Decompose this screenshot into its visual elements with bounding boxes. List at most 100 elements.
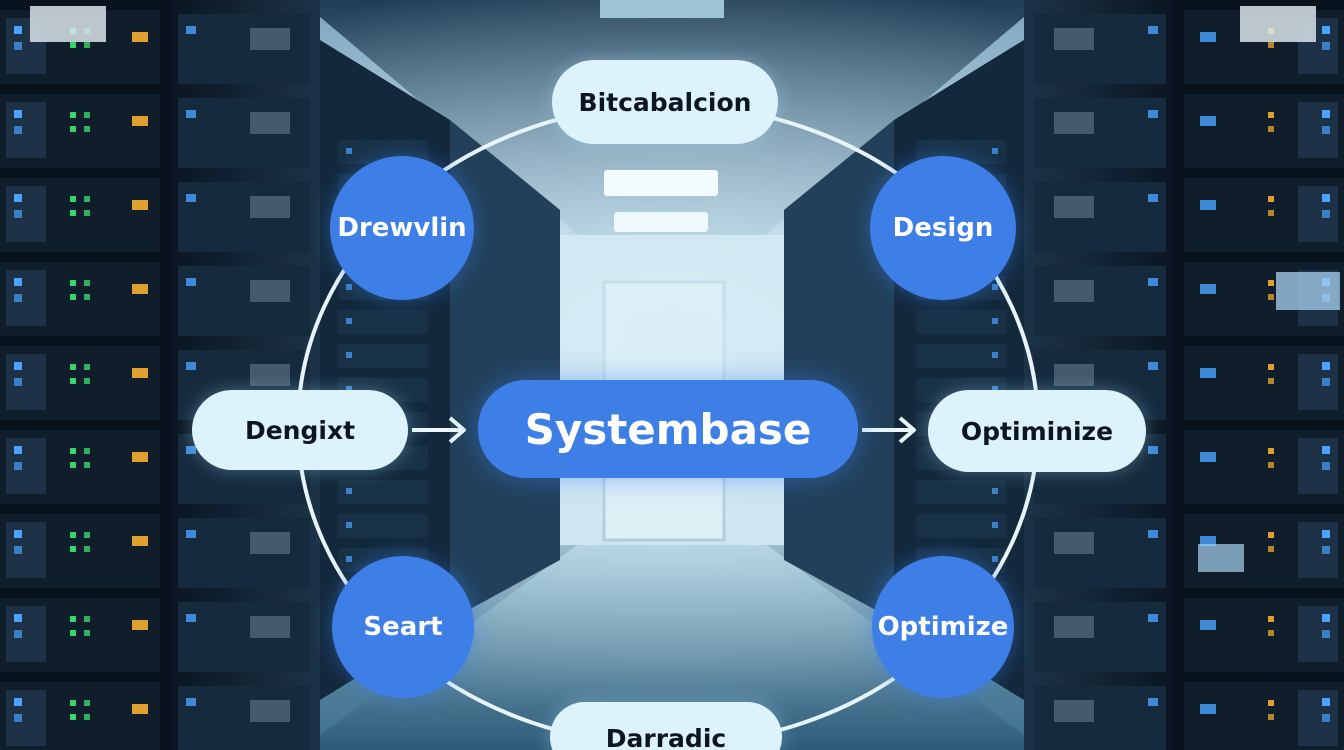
rack-detail: [250, 616, 290, 638]
rack-detail: [1268, 126, 1274, 132]
rack-detail: [916, 344, 1006, 368]
node-upper-left: Drewvlin: [330, 156, 474, 300]
rack-detail: [1054, 532, 1094, 554]
rack-detail: [992, 522, 998, 528]
rack-detail: [186, 194, 196, 202]
rack-detail: [178, 266, 310, 336]
rack-detail: [1148, 110, 1158, 118]
node-upper-right: Design: [870, 156, 1016, 300]
rack-detail: [346, 522, 352, 528]
rack-detail: [1298, 438, 1338, 494]
node-bottom: Darradic: [550, 702, 782, 750]
rack-detail: [1200, 32, 1216, 42]
node-right: Optiminize: [928, 390, 1146, 472]
rack-detail: [6, 186, 46, 242]
node-left-label: Dengixt: [244, 415, 356, 445]
rack-detail: [84, 546, 90, 552]
rack-detail: [1148, 26, 1158, 34]
rack-detail: [1054, 364, 1094, 386]
node-upper-left-label: Drewvlin: [337, 213, 467, 243]
rack-detail: [1054, 280, 1094, 302]
rack-detail: [916, 514, 1006, 538]
rack-detail: [1200, 116, 1216, 126]
rack-detail: [132, 704, 148, 714]
rack-detail: [84, 112, 90, 118]
rack-detail: [70, 546, 76, 552]
rack-detail: [346, 352, 352, 358]
rack-detail: [14, 126, 22, 134]
rack-detail: [1268, 364, 1274, 370]
rack-detail: [1034, 14, 1166, 84]
rack-detail: [14, 630, 22, 638]
rack-detail: [6, 522, 46, 578]
rack-detail: [1054, 616, 1094, 638]
rack-detail: [14, 378, 22, 386]
rack-detail: [178, 602, 310, 672]
rack-detail: [1322, 42, 1330, 50]
node-center: Systembase: [478, 380, 858, 478]
rack-detail: [14, 462, 22, 470]
rack-detail: [14, 110, 22, 118]
rack-detail: [1268, 532, 1274, 538]
rack-detail: [70, 532, 76, 538]
rack-detail: [6, 354, 46, 410]
rack-detail: [186, 278, 196, 286]
rack-detail: [992, 148, 998, 154]
node-bottom-label: Darradic: [605, 724, 727, 750]
rack-detail: [14, 530, 22, 538]
rack-detail: [1268, 546, 1274, 552]
rack-detail: [186, 110, 196, 118]
rack-detail: [1034, 98, 1166, 168]
rack-detail: [14, 614, 22, 622]
rack-detail: [1054, 28, 1094, 50]
rack-detail: [1268, 210, 1274, 216]
rack-detail: [1322, 698, 1330, 706]
rack-detail: [1268, 714, 1274, 720]
rack-detail: [132, 536, 148, 546]
rack-detail: [84, 700, 90, 706]
rack-detail: [178, 686, 310, 750]
rack-detail: [1148, 698, 1158, 706]
rack-detail: [178, 518, 310, 588]
rack-detail: [178, 182, 310, 252]
rack-detail: [1268, 616, 1274, 622]
rack-detail: [14, 278, 22, 286]
rack-detail: [1148, 446, 1158, 454]
rack-detail: [1268, 378, 1274, 384]
rack-detail: [70, 210, 76, 216]
rack-detail: [1268, 294, 1274, 300]
rack-detail: [1298, 186, 1338, 242]
rack-detail: [1268, 462, 1274, 468]
arrow-left-to-center: [412, 416, 466, 444]
rack-detail: [1200, 704, 1216, 714]
rack-detail: [14, 446, 22, 454]
rack-detail: [14, 546, 22, 554]
rack-detail: [1298, 522, 1338, 578]
rack-detail: [1240, 6, 1316, 42]
rack-detail: [1322, 630, 1330, 638]
rack-detail: [250, 112, 290, 134]
rack-detail: [1268, 700, 1274, 706]
rack-detail: [84, 42, 90, 48]
rack-detail: [70, 112, 76, 118]
rack-detail: [6, 690, 46, 746]
rack-detail: [84, 280, 90, 286]
node-left: Dengixt: [192, 390, 408, 470]
rack-detail: [1268, 630, 1274, 636]
rack-detail: [14, 362, 22, 370]
rack-detail: [250, 364, 290, 386]
arrow-center-to-right: [862, 416, 916, 444]
rack-detail: [1034, 182, 1166, 252]
rack-detail: [250, 28, 290, 50]
rack-detail: [338, 480, 428, 504]
rack-detail: [1034, 266, 1166, 336]
rack-detail: [250, 196, 290, 218]
node-center-label: Systembase: [524, 404, 812, 454]
rack-detail: [1054, 700, 1094, 722]
rack-detail: [1298, 102, 1338, 158]
rack-detail: [1200, 368, 1216, 378]
rack-detail: [346, 318, 352, 324]
rack-detail: [1148, 278, 1158, 286]
rack-detail: [186, 698, 196, 706]
